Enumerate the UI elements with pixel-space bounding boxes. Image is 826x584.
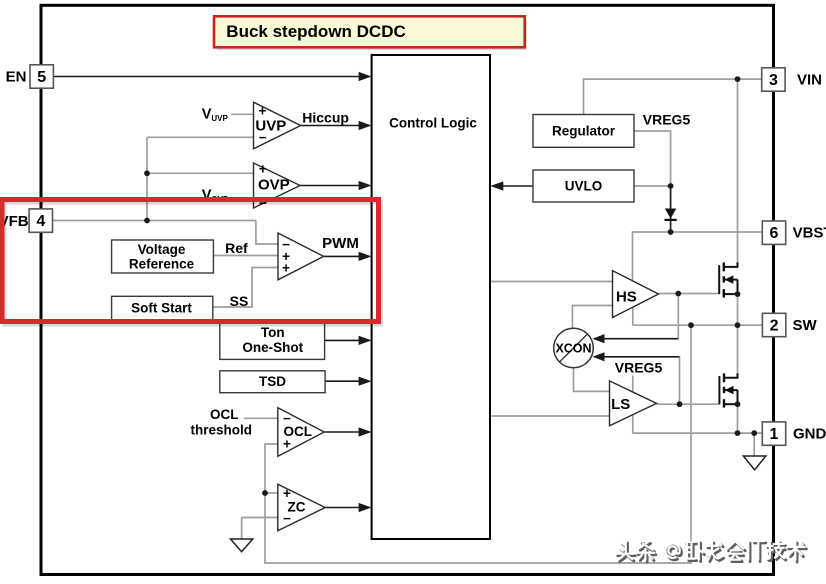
svg-text:UVLO: UVLO	[565, 179, 603, 194]
svg-text:−: −	[283, 511, 291, 526]
svg-text:5: 5	[37, 69, 46, 86]
svg-text:SS: SS	[230, 293, 249, 309]
svg-text:One-Shot: One-Shot	[242, 340, 303, 355]
svg-text:Regulator: Regulator	[552, 124, 616, 139]
svg-text:EN: EN	[6, 69, 27, 86]
svg-text:VIN: VIN	[797, 72, 822, 89]
svg-text:VREG5: VREG5	[643, 112, 691, 128]
svg-text:VFB: VFB	[0, 213, 29, 230]
svg-text:−: −	[282, 237, 290, 252]
svg-text:+: +	[258, 103, 266, 118]
svg-text:1: 1	[770, 426, 779, 443]
svg-text:VBST: VBST	[793, 225, 826, 242]
svg-text:ZC: ZC	[288, 500, 306, 515]
svg-text:XCON: XCON	[555, 342, 591, 356]
svg-text:+: +	[283, 486, 291, 501]
svg-text:Buck stepdown DCDC: Buck stepdown DCDC	[226, 22, 405, 41]
svg-text:+: +	[282, 249, 290, 264]
svg-text:OCL: OCL	[210, 407, 239, 422]
svg-text:Ref: Ref	[225, 240, 248, 256]
svg-text:PWM: PWM	[322, 235, 359, 252]
svg-text:+: +	[282, 260, 290, 275]
svg-text:UVP: UVP	[255, 118, 286, 135]
svg-text:Voltage: Voltage	[138, 242, 186, 257]
svg-text:HS: HS	[616, 289, 637, 306]
svg-text:6: 6	[770, 225, 779, 242]
svg-text:−: −	[259, 130, 267, 145]
svg-text:LS: LS	[611, 396, 630, 413]
svg-text:OVP: OVP	[258, 177, 290, 194]
svg-text:GND: GND	[793, 426, 826, 443]
svg-text:SW: SW	[793, 317, 818, 334]
svg-text:2: 2	[770, 318, 779, 335]
svg-text:OCL: OCL	[283, 424, 312, 439]
svg-text:VREG5: VREG5	[615, 360, 663, 376]
svg-text:threshold: threshold	[191, 423, 253, 438]
svg-text:+: +	[259, 161, 267, 176]
svg-text:4: 4	[36, 213, 45, 230]
svg-text:Ton: Ton	[261, 325, 285, 340]
svg-text:−: −	[283, 411, 291, 426]
svg-text:−: −	[259, 195, 267, 210]
svg-text:Hiccup: Hiccup	[302, 110, 349, 126]
svg-text:TSD: TSD	[259, 374, 286, 389]
svg-text:Control Logic: Control Logic	[389, 116, 477, 131]
svg-text:+: +	[283, 437, 291, 452]
svg-text:3: 3	[769, 72, 778, 89]
svg-text:Reference: Reference	[129, 257, 195, 272]
svg-text:Soft Start: Soft Start	[131, 301, 192, 316]
